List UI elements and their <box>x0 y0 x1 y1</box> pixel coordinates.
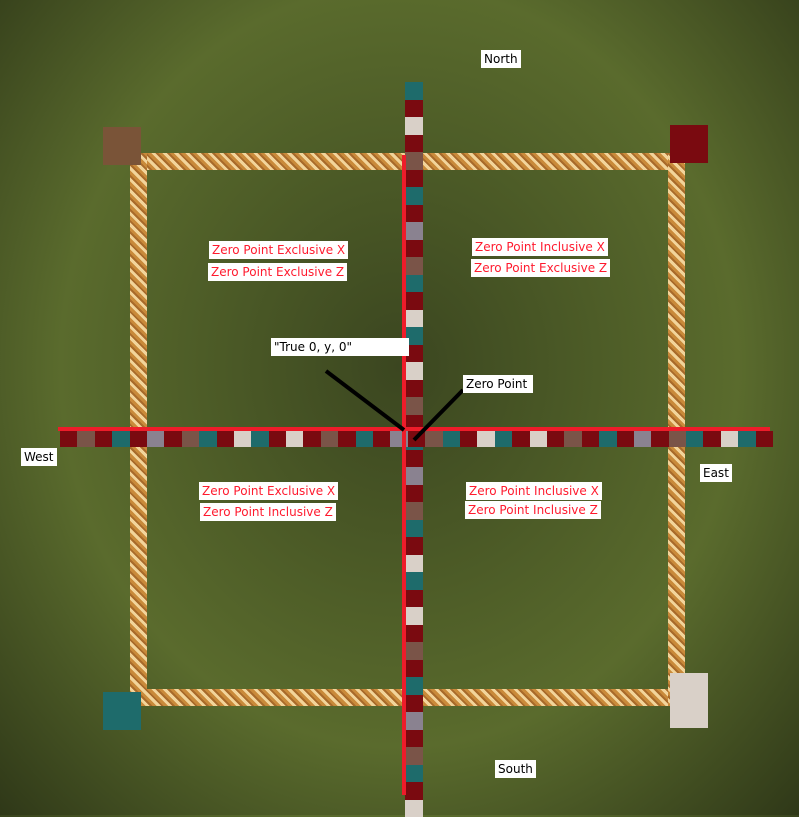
nw-z-label: Zero Point Exclusive Z <box>208 263 347 281</box>
se-x-label: Zero Point Inclusive X <box>466 482 602 500</box>
se-z-label: Zero Point Inclusive Z <box>465 501 601 519</box>
ne-z-label: Zero Point Exclusive Z <box>471 259 610 277</box>
nw-x-label: Zero Point Exclusive X <box>209 241 348 259</box>
label-west: West <box>21 448 57 466</box>
sw-z-label: Zero Point Inclusive Z <box>200 503 336 521</box>
true-origin-label: "True 0, y, 0" <box>271 338 409 356</box>
label-east: East <box>700 464 732 482</box>
pointer-true-origin <box>326 371 404 430</box>
sw-x-label: Zero Point Exclusive X <box>199 482 338 500</box>
label-south: South <box>495 760 536 778</box>
ne-x-label: Zero Point Inclusive X <box>472 238 608 256</box>
zero-point-label: Zero Point <box>463 375 533 393</box>
label-north: North <box>481 50 521 68</box>
pointer-zero-point <box>414 390 463 440</box>
